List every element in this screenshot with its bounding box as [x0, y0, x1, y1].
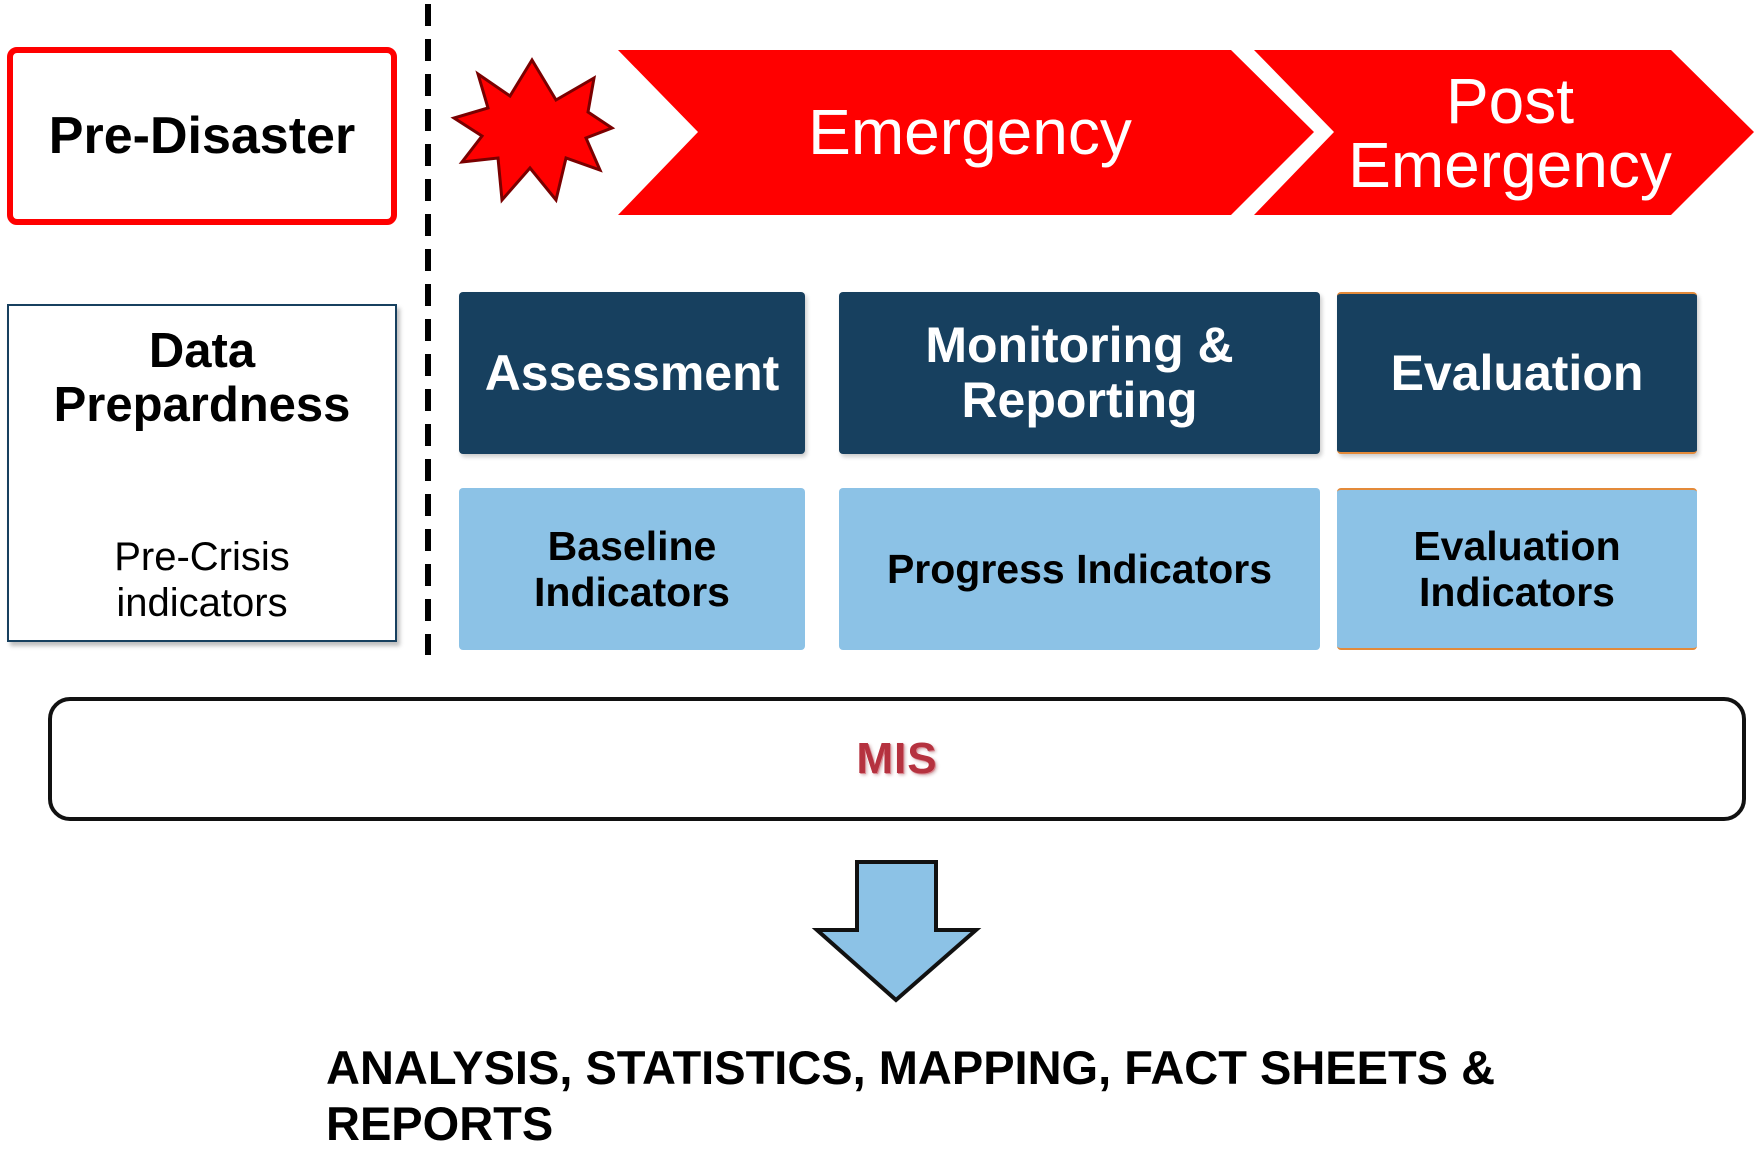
- pre-crisis-line2: indicators: [116, 581, 288, 625]
- baseline-line1: Baseline: [547, 523, 717, 569]
- post-emergency-line1: Post: [1445, 65, 1575, 137]
- post-emergency-text: Post Emergency: [1348, 69, 1672, 197]
- pre-disaster-label: Pre-Disaster: [48, 107, 356, 165]
- emergency-text: Emergency: [808, 96, 1132, 168]
- pre-crisis-indicators: Pre-Crisis indicators: [9, 534, 395, 626]
- progress-indicators-box: Progress Indicators: [839, 488, 1320, 650]
- emergency-label: Emergency: [760, 80, 1180, 184]
- data-preparedness-title: Data Prepardness: [9, 324, 395, 432]
- evaluation-indicators-label: Evaluation Indicators: [1413, 523, 1620, 615]
- data-preparedness-box: Data Prepardness Pre-Crisis indicators: [7, 304, 397, 642]
- assessment-label: Assessment: [484, 344, 780, 401]
- data-preparedness-title-line2: Prepardness: [53, 378, 351, 432]
- output-text: ANALYSIS, STATISTICS, MAPPING, FACT SHEE…: [326, 1040, 1616, 1152]
- pre-crisis-line1: Pre-Crisis: [114, 535, 290, 579]
- baseline-indicators-box: Baseline Indicators: [459, 488, 805, 650]
- monitoring-line2: Reporting: [961, 372, 1198, 428]
- evaluation-label: Evaluation: [1390, 344, 1644, 401]
- pre-disaster-box: Pre-Disaster: [7, 47, 397, 225]
- evaluation-indicators-line1: Evaluation: [1413, 523, 1621, 569]
- explosion-burst-icon: [450, 57, 616, 204]
- monitoring-line1: Monitoring &: [925, 317, 1234, 373]
- evaluation-box: Evaluation: [1337, 292, 1697, 454]
- monitoring-reporting-label: Monitoring & Reporting: [925, 318, 1233, 428]
- output-line2: REPORTS: [326, 1097, 554, 1150]
- progress-indicators-label: Progress Indicators: [886, 546, 1273, 592]
- mis-label: MIS: [856, 734, 938, 783]
- assessment-box: Assessment: [459, 292, 805, 454]
- emergency-arrow: [618, 50, 1314, 215]
- post-emergency-line2: Emergency: [1348, 129, 1672, 201]
- mis-bar: MIS: [48, 697, 1746, 821]
- output-line1: ANALYSIS, STATISTICS, MAPPING, FACT SHEE…: [326, 1041, 1496, 1094]
- baseline-indicators-label: Baseline Indicators: [534, 523, 730, 615]
- monitoring-reporting-box: Monitoring & Reporting: [839, 292, 1320, 454]
- evaluation-indicators-line2: Indicators: [1419, 569, 1615, 615]
- baseline-line2: Indicators: [534, 569, 730, 615]
- data-preparedness-title-line1: Data: [148, 324, 256, 378]
- post-emergency-label: Post Emergency: [1320, 66, 1700, 200]
- evaluation-indicators-box: Evaluation Indicators: [1337, 488, 1697, 650]
- post-emergency-arrow: [1254, 50, 1754, 215]
- down-arrow-icon: [811, 860, 982, 1003]
